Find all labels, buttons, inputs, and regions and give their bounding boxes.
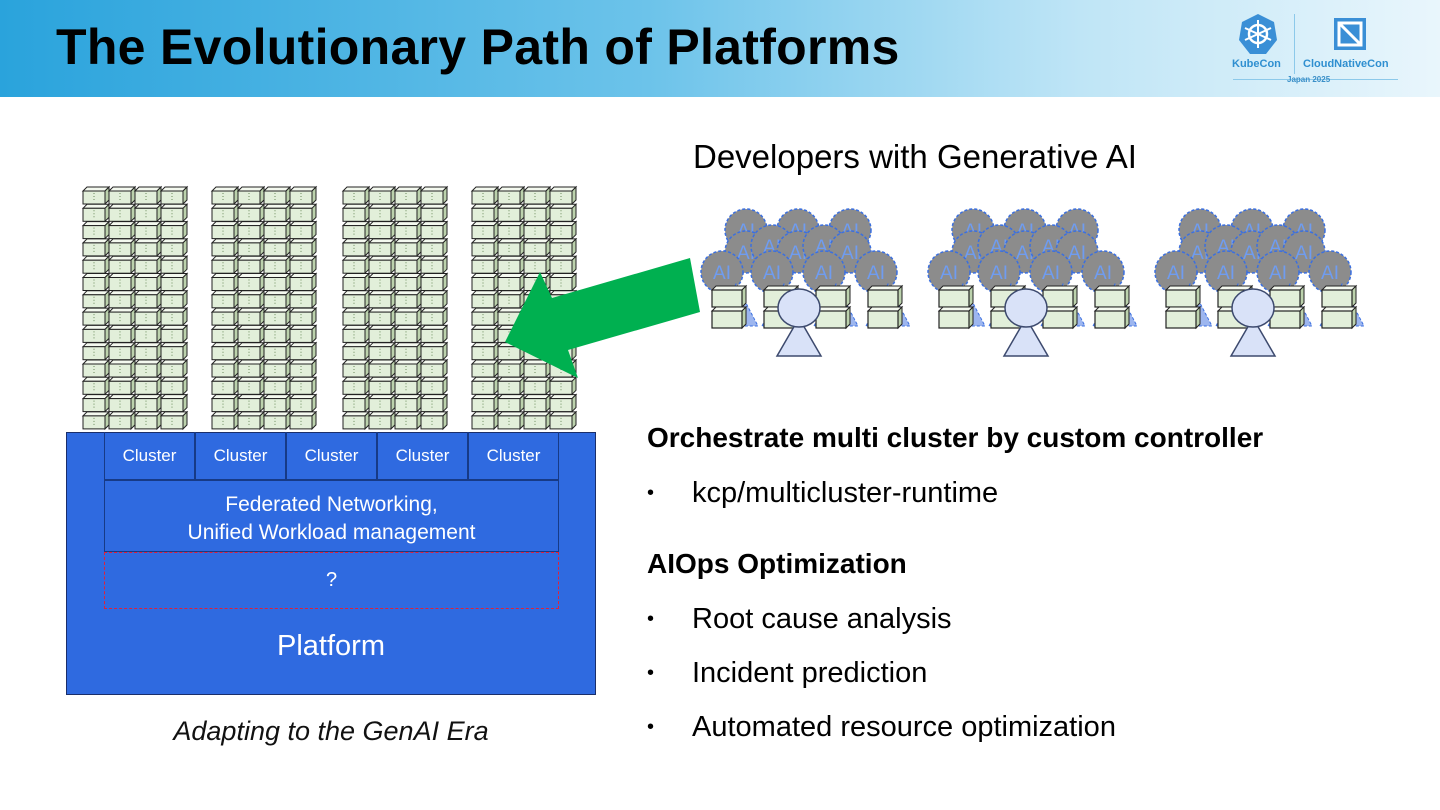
- header-bar: [0, 0, 1440, 97]
- bullet-dot: •: [647, 607, 655, 630]
- svg-text:AI: AI: [1167, 263, 1185, 284]
- bullet-item: • Automated resource optimization: [647, 710, 1116, 744]
- cncf-square-icon: [1334, 18, 1366, 50]
- svg-text:AI: AI: [990, 263, 1008, 284]
- small-server-icon: [1320, 305, 1358, 330]
- bullet-item: • kcp/multicluster-runtime: [647, 476, 998, 510]
- slide-title: The Evolutionary Path of Platforms: [56, 19, 900, 75]
- ai-agent-icon: AI: [1154, 250, 1198, 294]
- small-server-icon: [1268, 284, 1306, 309]
- small-server-icon: [1268, 305, 1306, 330]
- diagram-caption: Adapting to the GenAI Era: [173, 716, 489, 746]
- svg-text:AI: AI: [763, 263, 781, 284]
- federated-line-1: Federated Networking,: [225, 493, 438, 516]
- cluster-box: Cluster: [286, 432, 377, 480]
- svg-text:AI: AI: [1016, 243, 1034, 264]
- svg-text:AI: AI: [1269, 263, 1287, 284]
- svg-text:AI: AI: [1243, 243, 1261, 264]
- bullet-item: • Root cause analysis: [647, 602, 952, 636]
- bullet-text: Incident prediction: [692, 656, 928, 689]
- small-server-icon: [814, 284, 852, 309]
- small-server-icon: [1164, 305, 1202, 330]
- svg-text:AI: AI: [789, 243, 807, 264]
- small-server-icon: [866, 284, 904, 309]
- bullet-dot: •: [647, 715, 655, 738]
- cluster-box: Cluster: [104, 432, 195, 480]
- svg-text:AI: AI: [1191, 243, 1209, 264]
- cluster-box: Cluster: [468, 432, 559, 480]
- platform-block: [66, 432, 596, 695]
- svg-text:AI: AI: [940, 263, 958, 284]
- cluster-box: Cluster: [195, 432, 286, 480]
- developer-person-icon: [1002, 288, 1050, 357]
- small-server-icon: [1093, 305, 1131, 330]
- bullet-text: kcp/multicluster-runtime: [692, 476, 999, 509]
- svg-text:AI: AI: [1217, 263, 1235, 284]
- svg-text:AI: AI: [1094, 263, 1112, 284]
- logo-cloudnativecon-text: CloudNativeCon: [1303, 58, 1389, 70]
- unknown-layer: ?: [104, 552, 559, 609]
- svg-text:AI: AI: [841, 243, 859, 264]
- bullet-dot: •: [647, 661, 655, 684]
- federated-layer: Federated Networking, Unified Workload m…: [104, 480, 559, 552]
- small-server-icon: [866, 305, 904, 330]
- developer-person-icon: [1229, 288, 1277, 357]
- kubecon-logo: KubeCon CloudNativeCon Japan 2025: [1228, 8, 1403, 92]
- small-server-icon: [1093, 284, 1131, 309]
- svg-text:AI: AI: [713, 263, 731, 284]
- cluster-box: Cluster: [377, 432, 468, 480]
- svg-text:AI: AI: [1321, 263, 1339, 284]
- kubernetes-wheel-icon: [1239, 14, 1277, 54]
- svg-text:AI: AI: [1295, 243, 1313, 264]
- bullet-item: • Incident prediction: [647, 656, 927, 690]
- small-server-icon: [1041, 305, 1079, 330]
- developers-title: Developers with Generative AI: [693, 138, 1137, 175]
- small-server-icon: [937, 284, 975, 309]
- section-heading-aiops: AIOps Optimization: [647, 548, 907, 579]
- bullet-text: Automated resource optimization: [692, 710, 1116, 743]
- small-server-icon: [1320, 284, 1358, 309]
- ai-agent-icon: AI: [750, 250, 794, 294]
- server-rack-tower: [210, 185, 318, 431]
- server-rack-tower: [81, 185, 189, 431]
- logo-event-text: Japan 2025: [1287, 75, 1331, 84]
- svg-text:AI: AI: [964, 243, 982, 264]
- logo-kubecon-text: KubeCon: [1232, 58, 1281, 70]
- small-server-icon: [1164, 284, 1202, 309]
- cluster-row: Cluster Cluster Cluster Cluster Cluster: [104, 432, 559, 480]
- platform-label: Platform: [277, 630, 385, 662]
- ai-agent-icon: AI: [1204, 250, 1248, 294]
- bullet-text: Root cause analysis: [692, 602, 952, 635]
- bullet-dot: •: [647, 481, 655, 504]
- svg-text:AI: AI: [737, 243, 755, 264]
- small-server-icon: [937, 305, 975, 330]
- server-rack-tower: [341, 185, 449, 431]
- developer-person-icon: [775, 288, 823, 357]
- small-server-icon: [710, 305, 748, 330]
- green-arrow-icon: [505, 258, 700, 378]
- svg-text:AI: AI: [1068, 243, 1086, 264]
- ai-agent-icon: AI: [854, 250, 898, 294]
- svg-text:AI: AI: [867, 263, 885, 284]
- svg-text:AI: AI: [815, 263, 833, 284]
- ai-agent-icon: AI: [1081, 250, 1125, 294]
- small-server-icon: [814, 305, 852, 330]
- ai-agent-icon: AI: [1256, 250, 1300, 294]
- section-heading-orchestrate: Orchestrate multi cluster by custom cont…: [647, 422, 1264, 453]
- small-server-icon: [1041, 284, 1079, 309]
- federated-line-2: Unified Workload management: [187, 521, 476, 544]
- svg-text:AI: AI: [1042, 263, 1060, 284]
- small-server-icon: [710, 284, 748, 309]
